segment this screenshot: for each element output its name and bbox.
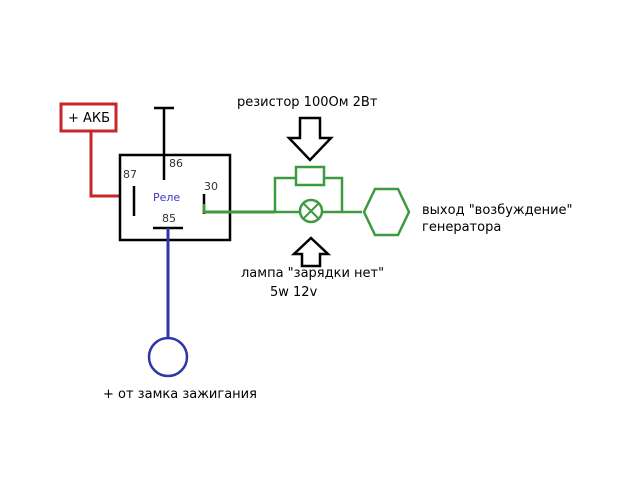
generator-terminal <box>362 187 411 237</box>
battery-label-box <box>59 102 118 133</box>
output-wire-relay <box>202 204 275 214</box>
pin85-label: 85 <box>162 212 176 225</box>
lamp-arrow-icon <box>290 236 332 268</box>
pin30-label: 30 <box>204 180 218 193</box>
resistor-symbol <box>294 165 326 187</box>
ignition-switch-terminal <box>147 336 189 378</box>
network-right-rail <box>324 176 344 212</box>
resistor-label: резистор 100Ом 2Вт <box>237 95 378 110</box>
lamp-cross-b <box>303 203 319 219</box>
lamp-label-line1: лампа "зарядки нет" <box>241 266 384 281</box>
output-label-line2: генератора <box>422 220 501 235</box>
battery-label: + АКБ <box>68 111 110 126</box>
network-left-rail <box>273 176 296 212</box>
pin86-label: 86 <box>169 157 183 170</box>
resistor-arrow-icon <box>286 116 334 162</box>
relay-label: Реле <box>153 191 180 204</box>
output-label-line1: выход "возбуждение" <box>422 203 573 218</box>
relay-box <box>118 153 232 242</box>
lamp-label-line2: 5w 12v <box>270 285 318 300</box>
ignition-label: + от замка зажигания <box>103 387 257 402</box>
pin87-label: 87 <box>123 168 137 181</box>
